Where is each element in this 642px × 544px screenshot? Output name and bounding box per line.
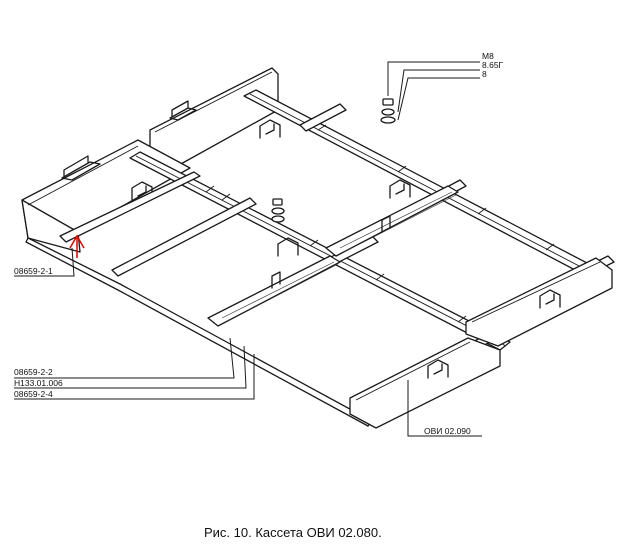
callout-part-1: 08659-2-1 [14,266,53,276]
main-rail-right [243,89,611,283]
fastener-middle [271,198,285,223]
callout-m8: M8 [482,51,494,61]
leader-ovi [407,380,482,437]
bottom-plate [349,337,501,429]
brackets [259,119,411,257]
callout-ovi: ОВИ 02.090 [424,426,471,436]
right-plate [465,257,613,347]
red-pointer-icon [69,234,85,258]
fastener-top [380,98,396,124]
main-rail-left [129,151,511,351]
leaders-left [14,247,255,400]
callout-n8: 8 [482,69,487,79]
figure-caption: Рис. 10. Кассета ОВИ 02.080. [204,525,382,540]
callout-part-2: 08659-2-2 [14,367,53,377]
callout-part-4: 08659-2-4 [14,389,53,399]
callout-part-3: Н133.01.006 [14,378,63,388]
callout-washer: 8.65Г [482,60,504,70]
upper-left-plate [149,67,279,171]
left-front-plate [21,139,191,253]
leaders-top [387,61,480,121]
center-profiles [207,185,459,327]
